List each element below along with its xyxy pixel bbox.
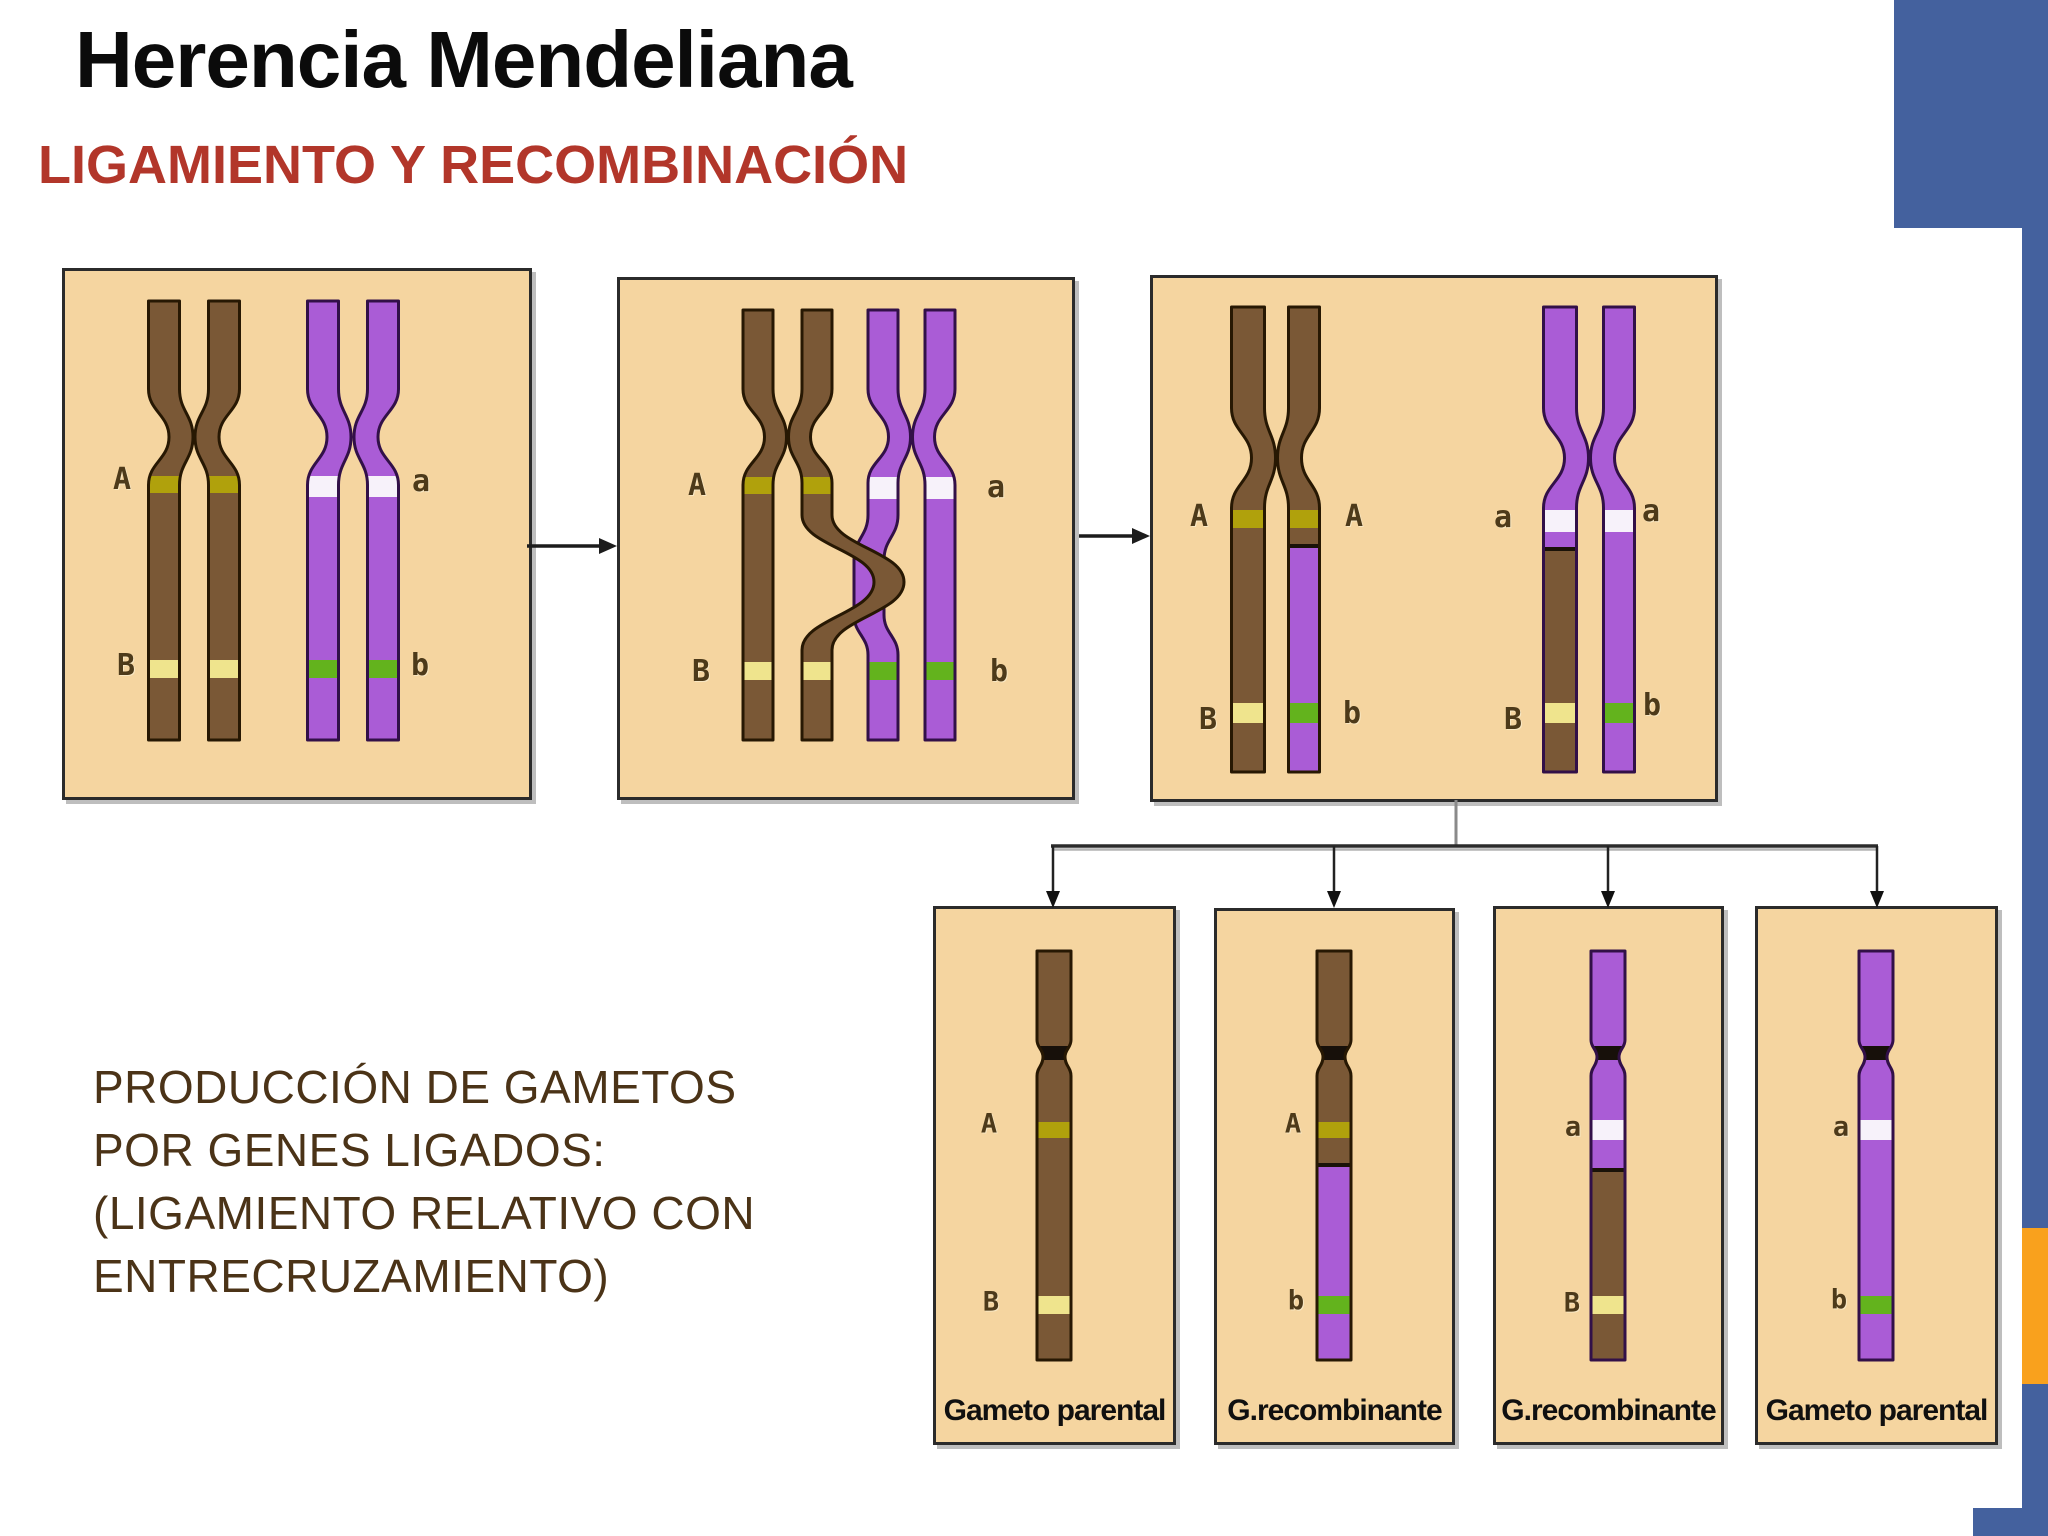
- gene-label-b: b: [410, 648, 430, 683]
- gene-label-A: A: [1284, 1108, 1302, 1140]
- gene-label-a: a: [1493, 500, 1513, 535]
- gene-label-a: a: [1564, 1111, 1582, 1143]
- gene-label-a: a: [986, 470, 1006, 505]
- panel-homologous-pair: [62, 268, 532, 800]
- gene-label-b: b: [1830, 1284, 1848, 1316]
- gene-label-b: b: [1342, 696, 1362, 731]
- panel-crossing-over: [617, 277, 1075, 800]
- gamete-distribution-connector: [1046, 800, 1884, 908]
- page-title: Herencia Mendeliana: [75, 15, 853, 104]
- panel-recombined-chromosomes: [1150, 275, 1718, 802]
- panel-gamete-parental-2: Gameto parental: [1755, 906, 1998, 1445]
- gene-label-b: b: [989, 654, 1009, 689]
- gene-label-B: B: [1563, 1287, 1581, 1319]
- arrow-step-1-to-2: [527, 538, 617, 554]
- gene-label-B: B: [1198, 702, 1218, 737]
- arrow-step-2-to-3: [1079, 528, 1150, 544]
- gene-label-a: a: [411, 464, 431, 499]
- panel-caption: G.recombinante: [1227, 1394, 1442, 1427]
- gene-label-B: B: [116, 648, 136, 683]
- page-subtitle: LIGAMIENTO Y RECOMBINACIÓN: [38, 135, 909, 195]
- gene-label-b: b: [1642, 688, 1662, 723]
- note-block: PRODUCCIÓN DE GAMETOS POR GENES LIGADOS:…: [93, 1056, 853, 1308]
- panel-caption: Gameto parental: [1765, 1394, 1989, 1427]
- gene-label-b: b: [1287, 1285, 1305, 1317]
- panel-gamete-parental-1: Gameto parental: [933, 906, 1176, 1445]
- gene-label-A: A: [1344, 499, 1364, 534]
- panel-caption: G.recombinante: [1501, 1394, 1716, 1427]
- gene-label-A: A: [112, 462, 132, 497]
- gene-label-A: A: [980, 1108, 998, 1140]
- gene-label-B: B: [691, 654, 711, 689]
- slide-accent-orange-block: [2022, 1228, 2048, 1384]
- note-line: (LIGAMIENTO RELATIVO CON: [93, 1187, 756, 1239]
- note-line: PRODUCCIÓN DE GAMETOS: [93, 1061, 737, 1113]
- slide-accent-bottom-right-block: [1973, 1508, 2048, 1536]
- panel-caption: Gameto parental: [943, 1394, 1167, 1427]
- slide-accent-top-right-block: [1894, 0, 2048, 228]
- gene-label-A: A: [1189, 499, 1209, 534]
- panel-gamete-recombinant-1: G.recombinante: [1214, 908, 1455, 1445]
- gene-label-B: B: [982, 1286, 1000, 1318]
- gene-label-a: a: [1832, 1111, 1850, 1143]
- gene-label-B: B: [1503, 702, 1523, 737]
- panel-gamete-recombinant-2: G.recombinante: [1493, 906, 1724, 1445]
- gene-label-a: a: [1641, 494, 1661, 529]
- note-line: POR GENES LIGADOS:: [93, 1124, 606, 1176]
- gene-label-A: A: [687, 468, 707, 503]
- note-line: ENTRECRUZAMIENTO): [93, 1250, 610, 1302]
